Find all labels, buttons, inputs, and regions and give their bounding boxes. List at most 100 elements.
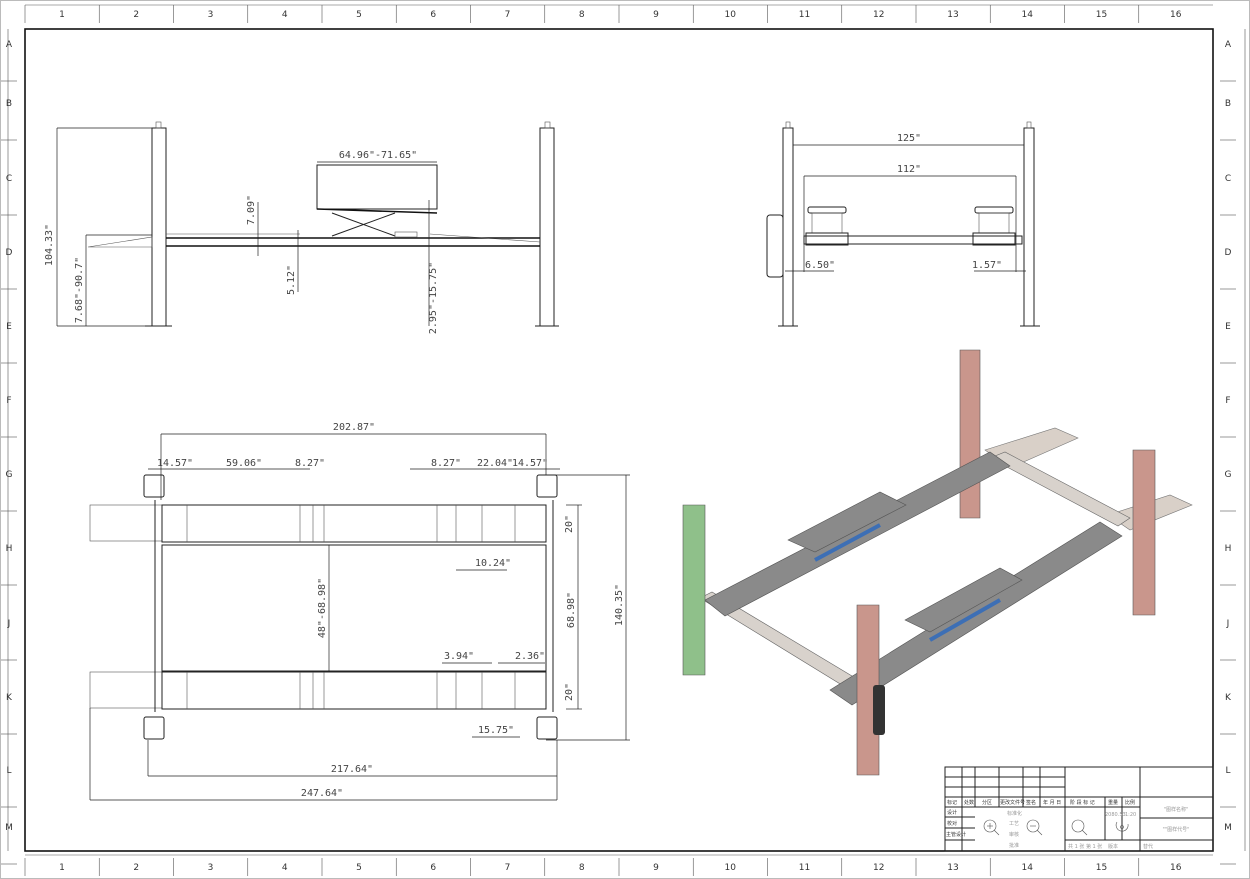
tb-review: 审核 bbox=[1009, 831, 1019, 838]
row-label: F bbox=[1225, 396, 1230, 406]
tb-sheet-info: 共 1 张 第 1 张 bbox=[1068, 843, 1102, 850]
title-block: 标记 处数 分区 更改文件号 签名 年 月 日 设计 校对 主管设计 标准化 工… bbox=[944, 766, 1214, 852]
column-label: 13 bbox=[947, 10, 958, 20]
dim-overall-width: 140.35" bbox=[614, 584, 625, 626]
tb-header-0: 标记 bbox=[947, 799, 957, 806]
top-view: 202.87" 14.57" 59.06" 8.27" 8.27" 22.04"… bbox=[89, 422, 630, 801]
scissor-jack bbox=[316, 164, 438, 238]
column-label: 11 bbox=[799, 10, 810, 20]
dim-59-06: 59.06" bbox=[226, 458, 262, 469]
tb-design: 设计 bbox=[947, 809, 957, 816]
row-label: D bbox=[6, 248, 13, 258]
rotate-icon[interactable] bbox=[1115, 821, 1129, 832]
search-icon[interactable] bbox=[1071, 819, 1088, 836]
post-front-left bbox=[682, 504, 706, 676]
column-label: 8 bbox=[579, 10, 585, 20]
column-label: 2 bbox=[133, 10, 139, 20]
tb-weight-value: 2080.53 bbox=[1105, 812, 1126, 818]
dim-15-75: 15.75" bbox=[478, 725, 514, 736]
column-label: 12 bbox=[873, 863, 884, 873]
dim-inner-width: 112" bbox=[897, 164, 921, 175]
column-label: 3 bbox=[208, 10, 214, 20]
tb-header-1: 处数 bbox=[964, 799, 974, 806]
dim-jack-lift: 2.95"-15.75" bbox=[428, 262, 439, 334]
column-label: 6 bbox=[430, 10, 436, 20]
row-label: G bbox=[1225, 470, 1232, 480]
tb-process: 工艺 bbox=[1009, 821, 1019, 827]
row-label: M bbox=[1224, 823, 1232, 833]
dim-8-27-left: 8.27" bbox=[295, 458, 325, 469]
column-label: 15 bbox=[1096, 863, 1107, 873]
row-label: B bbox=[1225, 99, 1231, 109]
dim-jack-length: 64.96"-71.65" bbox=[339, 150, 417, 161]
row-label: C bbox=[6, 174, 12, 184]
row-label: L bbox=[6, 766, 11, 776]
jack-platform-right bbox=[904, 567, 1023, 633]
tb-scale-value: 1:20 bbox=[1125, 812, 1136, 818]
row-label: K bbox=[1225, 693, 1232, 703]
tb-check: 校对 bbox=[947, 820, 957, 827]
row-label: C bbox=[1225, 174, 1231, 184]
dim-2-36: 2.36" bbox=[515, 651, 545, 662]
row-label: J bbox=[1226, 619, 1230, 629]
column-label: 14 bbox=[1022, 10, 1034, 20]
dim-right-offset: 1.57" bbox=[972, 260, 1002, 271]
tb-header-5: 年 月 日 bbox=[1043, 799, 1061, 806]
hydraulic-pump bbox=[766, 214, 784, 278]
front-view: 125" 112" 6.50" 1.57" bbox=[766, 121, 1040, 327]
tb-weight-label: 重量 bbox=[1108, 799, 1118, 806]
isometric-view bbox=[682, 349, 1193, 776]
row-label: E bbox=[1225, 322, 1231, 332]
column-label: 10 bbox=[725, 10, 737, 20]
row-label: J bbox=[7, 619, 11, 629]
side-view: 104.33" 7.68"-90.7" 64.96"-71.65" 7.09" … bbox=[44, 121, 559, 334]
column-label: 15 bbox=[1096, 10, 1107, 20]
row-label: B bbox=[6, 99, 12, 109]
column-label: 7 bbox=[505, 863, 511, 873]
dim-runway-gap: 48"-68.98" bbox=[317, 578, 328, 638]
dim-post-span: 202.87" bbox=[333, 422, 375, 433]
column-label: 5 bbox=[356, 10, 362, 20]
column-label: 12 bbox=[873, 10, 884, 20]
row-label: A bbox=[1225, 40, 1232, 50]
row-label: F bbox=[6, 396, 11, 406]
column-label: 9 bbox=[653, 863, 659, 873]
column-label: 6 bbox=[430, 863, 436, 873]
row-label: D bbox=[1225, 248, 1232, 258]
dim-outer-width: 125" bbox=[897, 133, 921, 144]
tb-stage-label: 阶 段 标 记 bbox=[1070, 799, 1095, 806]
column-label: 14 bbox=[1022, 863, 1034, 873]
dimension-lines bbox=[89, 433, 630, 801]
column-label: 10 bbox=[725, 863, 737, 873]
column-label: 11 bbox=[799, 863, 810, 873]
scissor-arm-right bbox=[929, 598, 1001, 642]
dimension-lines bbox=[56, 127, 437, 327]
column-label: 1 bbox=[59, 863, 65, 873]
column-label: 4 bbox=[282, 10, 288, 20]
column-label: 9 bbox=[653, 10, 659, 20]
row-label: G bbox=[6, 470, 13, 480]
tb-drawing-code: ""图样代号" bbox=[1163, 826, 1190, 833]
dim-jack-offset: 10.24" bbox=[475, 558, 511, 569]
tb-chief-design: 主管设计 bbox=[946, 831, 966, 838]
column-label: 3 bbox=[208, 863, 214, 873]
column-label: 7 bbox=[505, 10, 511, 20]
dim-platform-height: 7.68"-90.7" bbox=[74, 257, 85, 323]
column-label: 13 bbox=[947, 863, 958, 873]
dim-runway-thickness: 5.12" bbox=[286, 265, 297, 295]
column-label: 1 bbox=[59, 10, 65, 20]
zoom-in-icon[interactable] bbox=[983, 819, 1000, 836]
zoom-out-icon[interactable] bbox=[1026, 819, 1043, 836]
tb-header-3: 更改文件号 bbox=[1000, 799, 1025, 806]
row-label: M bbox=[5, 823, 13, 833]
row-label: H bbox=[6, 544, 13, 554]
tb-replace: 替代 bbox=[1143, 843, 1153, 850]
dim-runway-width-bottom: 20" bbox=[564, 683, 575, 701]
dim-overall-length: 247.64" bbox=[301, 788, 343, 799]
column-label: 16 bbox=[1170, 10, 1182, 20]
row-label: K bbox=[6, 693, 13, 703]
